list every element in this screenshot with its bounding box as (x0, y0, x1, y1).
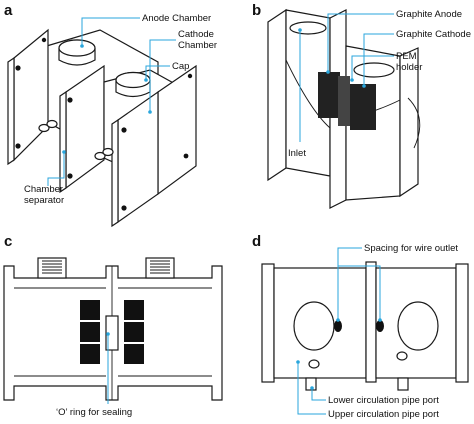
anode-end-plate-edge (7, 56, 15, 166)
front-end-plate-edge (111, 118, 119, 228)
label-upper-port: Upper circulation pipe port (328, 409, 439, 420)
c-o-ring (105, 315, 119, 351)
label-cathode-chamber-line1: Cathode (178, 29, 214, 40)
d-lower-port-left (305, 377, 317, 391)
d-upper-port-left (308, 359, 320, 369)
bolt (41, 37, 47, 43)
panel-d-letter: d (252, 233, 261, 250)
label-anode-chamber: Anode Chamber (142, 13, 211, 24)
b-right-plate (399, 47, 419, 198)
c-anode-block (80, 300, 100, 320)
label-lower-port: Lower circulation pipe port (328, 395, 439, 406)
port (94, 151, 106, 161)
bolt (187, 73, 193, 79)
anode-cap-rim (58, 39, 96, 57)
leader-upper-port (297, 362, 326, 415)
port (38, 123, 50, 133)
label-cathode-chamber-line2: Chamber (178, 40, 217, 51)
label-pem-holder-line2: holder (396, 62, 422, 73)
leader-cap (145, 65, 170, 80)
leader-lower-port (311, 388, 326, 401)
anode-end-plate (13, 28, 49, 162)
leader-graphite-cathode (363, 33, 394, 86)
label-graphite-cathode: Graphite Cathode (396, 29, 471, 40)
b-left-port (289, 21, 327, 35)
c-cathode-block (124, 322, 144, 342)
label-separator-line1: Chamber (24, 184, 63, 195)
label-wire-outlet: Spacing for wire outlet (364, 243, 458, 254)
c-anode-block (80, 322, 100, 342)
b-right-port (353, 62, 395, 78)
bolt (183, 153, 189, 159)
pem-holder (338, 76, 350, 126)
label-separator-line2: separator (24, 195, 64, 206)
port (46, 119, 58, 129)
leader-separator (47, 152, 65, 186)
d-wire-hole-left (334, 320, 342, 332)
c-cathode-block (124, 344, 144, 364)
leader-wire-outlet (337, 247, 362, 320)
b-right-plate-curve (407, 97, 421, 149)
label-inlet: Inlet (288, 148, 306, 159)
b-left-curve (285, 59, 331, 129)
port (102, 147, 114, 157)
chamber-separator-edge (59, 90, 67, 194)
c-left-cap-thread (42, 260, 62, 274)
d-left-plate (261, 263, 275, 383)
panel-b: b Graphite Anode Graphite Cathode PEM ho… (252, 2, 471, 209)
label-graphite-anode: Graphite Anode (396, 9, 462, 20)
leader-wire-outlet-2 (338, 265, 381, 320)
d-right-plate (455, 263, 469, 383)
d-left-window (293, 301, 335, 351)
leader-graphite-anode (327, 13, 394, 72)
d-lower-port-right (397, 377, 409, 391)
bolt (67, 173, 73, 179)
d-right-window (397, 301, 439, 351)
d-middle-plate (365, 261, 377, 383)
label-o-ring: ‘O’ ring for sealing (56, 407, 132, 418)
c-anode-block (80, 344, 100, 364)
bolt (15, 65, 21, 71)
panel-a: a (4, 2, 217, 228)
b-left-plate (267, 8, 287, 182)
graphite-cathode (350, 84, 376, 130)
bolt (121, 127, 127, 133)
panel-a-letter: a (4, 2, 13, 19)
label-cap: Cap (172, 61, 189, 72)
bolt (121, 205, 127, 211)
leader-cathode-chamber (149, 39, 176, 112)
bolt (15, 143, 21, 149)
leader-pem-holder (351, 55, 394, 80)
c-right-cap-thread (150, 260, 170, 274)
panel-d: d Spacing for wire outlet Lower circulat… (252, 233, 469, 420)
panel-c: c (3, 233, 223, 418)
c-cathode-block (124, 300, 144, 320)
label-pem-holder-line1: PEM (396, 51, 417, 62)
graphite-anode (318, 72, 340, 118)
bolt (67, 97, 73, 103)
d-wire-hole-right (376, 320, 384, 332)
d-upper-port-right (396, 351, 408, 361)
panel-b-letter: b (252, 2, 261, 19)
panel-c-letter: c (4, 233, 12, 250)
leader-anode-chamber (81, 17, 140, 46)
